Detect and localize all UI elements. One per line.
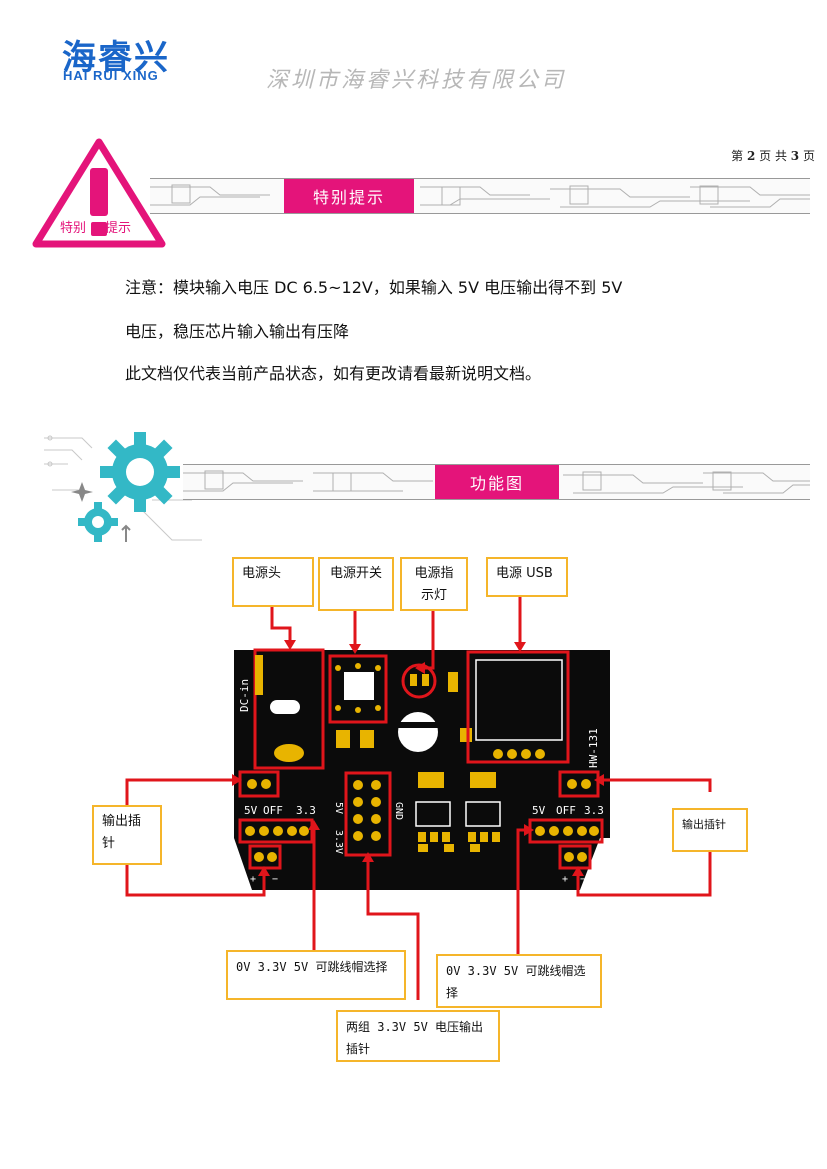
- callout-power-jack: 电源头: [232, 557, 314, 607]
- board-model-label: HW-131: [587, 728, 600, 768]
- notice-banner-title: 特别提示: [284, 179, 414, 213]
- callout-power-switch: 电源开关: [318, 557, 394, 611]
- board-mid-5v-label: 5V: [333, 802, 344, 814]
- board-left-off-label: OFF: [263, 804, 283, 817]
- gear-icon: [44, 432, 202, 542]
- notice-banner: 特别提示: [150, 178, 810, 214]
- notice-line-2: 电压，稳压芯片输入输出有压降: [125, 322, 350, 341]
- company-logo-cn: 海睿兴: [62, 38, 170, 78]
- callout-power-usb: 电源 USB: [486, 557, 568, 597]
- board-right-plus-label: +: [562, 874, 568, 885]
- board-right-5v-label: 5V: [532, 804, 546, 817]
- callout-power-led: 电源指示灯: [400, 557, 468, 611]
- callout-dual-output: 两组 3.3V 5V 电压输出插针: [336, 1010, 500, 1062]
- board-right-off-label: OFF: [556, 804, 576, 817]
- circuit-pattern-icon: [150, 184, 810, 208]
- callout-jumper-left: 0V 3.3V 5V 可跳线帽选择: [226, 950, 406, 1000]
- company-name: 深圳市海睿兴科技有限公司: [266, 68, 567, 93]
- board-right-33-label: 3.3: [584, 804, 604, 817]
- function-banner-title: 功能图: [435, 465, 559, 499]
- warning-label-right: 提示: [105, 221, 132, 236]
- notice-line-1: 注意：模块输入电压 DC 6.5~12V，如果输入 5V 电压输出得不到 5V: [125, 278, 623, 297]
- pcb-diagram: DC-in HW-131 5V OFF 3.3 + − 5V 3.3V GND: [125, 597, 712, 1000]
- warning-triangle-icon: [32, 138, 166, 248]
- board-dc-in-label: DC-in: [238, 679, 251, 712]
- board-left-5v-label: 5V: [244, 804, 258, 817]
- function-banner: 功能图: [183, 464, 810, 500]
- circuit-pattern-icon: [183, 470, 810, 494]
- page-number: 第 2 页 共 3 页: [731, 149, 815, 163]
- board-right-minus-label: −: [580, 874, 586, 885]
- company-logo-en: HAI RUI XING: [63, 68, 159, 83]
- board-gnd-label: GND: [393, 802, 404, 820]
- callout-jumper-right: 0V 3.3V 5V 可跳线帽选择: [436, 954, 602, 1008]
- board-left-minus-label: −: [272, 874, 278, 885]
- notice-line-3: 此文档仅代表当前产品状态，如有更改请看最新说明文档。: [125, 364, 542, 383]
- board-left-plus-label: +: [250, 874, 256, 885]
- board-mid-33-label: 3.3V: [333, 830, 344, 854]
- board-left-33-label: 3.3: [296, 804, 316, 817]
- callout-output-right: 输出插针: [672, 808, 748, 852]
- warning-label-left: 特别: [60, 221, 87, 236]
- callout-output-left: 输出插针: [92, 805, 162, 865]
